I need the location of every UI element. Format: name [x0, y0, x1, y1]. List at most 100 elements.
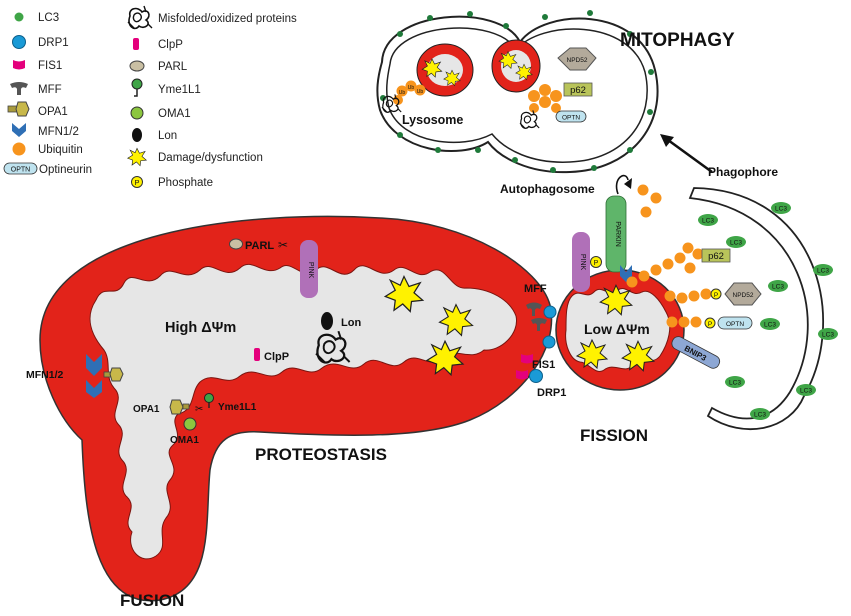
- lc3-icon: [725, 376, 745, 388]
- drp1-label: DRP1: [537, 387, 566, 399]
- oma1-label: OMA1: [170, 435, 199, 446]
- optineurin-legend-icon: [3, 162, 38, 175]
- legend-damage: Damage/dysfunction: [158, 152, 263, 164]
- lc3-label: LC3: [764, 322, 776, 329]
- mfn-icon: [86, 354, 102, 376]
- lc3-label: LC3: [729, 380, 741, 387]
- legend-optineurin: Optineurin: [39, 164, 92, 176]
- mff-icon: [526, 302, 542, 316]
- legend-drp1: DRP1: [38, 37, 69, 49]
- legend-phosphate: Phosphate: [158, 177, 213, 189]
- lon-legend-icon: [132, 128, 142, 142]
- opa1-processing-icon: [169, 399, 190, 415]
- high-membrane-potential-label: High ΔΨm: [165, 320, 236, 336]
- mff-label: MFF: [524, 283, 547, 295]
- phagophore-label: Phagophore: [708, 165, 778, 179]
- phosphate-legend-icon: [131, 176, 143, 188]
- lc3-icon: [813, 264, 833, 276]
- phosphate-label: P: [594, 260, 599, 267]
- lc3-label: LC3: [800, 388, 812, 395]
- parl-label: PARL: [245, 240, 274, 252]
- mfn-legend-icon: [12, 123, 26, 137]
- autophagosome-p62-label: p62: [570, 85, 586, 96]
- parkin-label: PARKIN: [614, 221, 621, 247]
- mfn-icon-2: [86, 380, 102, 398]
- legend-lc3: LC3: [38, 12, 59, 24]
- phosphate-label-3: P: [708, 321, 712, 328]
- legend-parl: PARL: [158, 61, 188, 73]
- opa1-legend-icon: [7, 101, 30, 117]
- mitochondrion-matrix-cristae: [89, 263, 517, 560]
- ubiquitination-arrow: [615, 174, 629, 195]
- ubiquitin-chains: [626, 242, 712, 328]
- lc3-label: LC3: [754, 412, 766, 419]
- fis1-icon: [521, 354, 533, 364]
- lc3-icon: [760, 318, 780, 330]
- autophagosome: Ub Ub Ub Lysosome NPD52 p62 OPTN: [376, 10, 659, 174]
- lc3-label: LC3: [822, 332, 834, 339]
- p62-adaptor-label: p62: [708, 251, 724, 262]
- opa1-icon: [103, 367, 124, 382]
- phagophore-membrane: [688, 187, 824, 430]
- legend-opa1: OPA1: [38, 106, 68, 118]
- mff-legend-icon: [10, 82, 28, 95]
- lc3-label: LC3: [730, 240, 742, 247]
- ub-label: Ub: [417, 89, 424, 95]
- legend-mff: MFF: [38, 84, 62, 96]
- legend-ubiquitin: Ubiquitin: [38, 144, 83, 156]
- oma1-legend-icon: [130, 106, 144, 120]
- pink-label-daughter: PINK: [579, 254, 586, 271]
- optn-pill: [555, 110, 587, 123]
- opa1-label: OPA1: [133, 404, 160, 415]
- pink-label: PINK: [307, 262, 314, 279]
- mitophagy-heading: MITOPHAGY: [620, 30, 735, 51]
- legend-phosphate-abbr: P: [134, 178, 139, 187]
- phosphate-icon: [590, 256, 602, 268]
- fusion-heading: FUSION: [120, 591, 184, 610]
- lc3-icon: [750, 408, 770, 420]
- damage-legend-icon: [127, 148, 147, 166]
- scissors-icon-2: ✂: [195, 404, 203, 415]
- lon-protease-icon: [321, 312, 333, 330]
- legend-fis1: FIS1: [38, 60, 62, 72]
- parl-legend-icon: [129, 60, 145, 72]
- npd52-adaptor-label: NPD52: [733, 292, 754, 299]
- ubiquitin-legend-icon: [12, 142, 26, 156]
- lc3-legend-icon: [14, 12, 24, 22]
- parl-icon: [229, 238, 243, 250]
- autophagosome-lc3-dots: [380, 10, 654, 173]
- fusing-mitochondrion: High ΔΨm Lon ClpP PARL ✂ PINK MFN1/2 OPA…: [26, 215, 553, 602]
- optn-adaptor-pill: [717, 316, 753, 330]
- autophagosome-npd52-label: NPD52: [567, 57, 588, 64]
- clpp-legend-icon: [133, 38, 139, 50]
- lc3-label: LC3: [775, 206, 787, 213]
- drp1-icon: [543, 305, 557, 319]
- p62-box: [563, 82, 593, 97]
- optn-adaptor-label: OPTN: [726, 321, 744, 328]
- fis1-label: FIS1: [532, 359, 555, 371]
- fission-machinery: [516, 302, 557, 383]
- pink-parkin-complex: PINK PARKIN P: [572, 174, 662, 292]
- legend-clpp: ClpP: [158, 39, 183, 51]
- phosphate-icon-3: [704, 317, 716, 329]
- phagophore: [688, 187, 824, 430]
- drp1-icon-2: [542, 335, 556, 349]
- npd52-adaptor-icon: [724, 282, 762, 306]
- pink1-icon-daughter: [572, 232, 590, 292]
- proteostasis-heading: PROTEOSTASIS: [255, 445, 387, 464]
- lc3-icon: [768, 280, 788, 292]
- yme1l1-icon: [204, 393, 214, 408]
- lc3-icon: [818, 328, 838, 340]
- daughter-mitochondrion: Low ΔΨm: [555, 269, 685, 391]
- clpp-icon: [254, 348, 260, 361]
- pink1-kinase-icon: [300, 240, 318, 298]
- legend: LC3 DRP1 FIS1 MFF OPA1 MFN1/2 Ubiquitin …: [3, 5, 297, 189]
- legend-misfolded: Misfolded/oxidized proteins: [158, 13, 297, 25]
- drp1-legend-icon: [12, 35, 26, 49]
- lon-label: Lon: [341, 317, 361, 329]
- yme1l1-label: Yme1L1: [218, 402, 257, 413]
- legend-oma1: OMA1: [158, 108, 191, 120]
- fission-heading: FISSION: [580, 426, 648, 445]
